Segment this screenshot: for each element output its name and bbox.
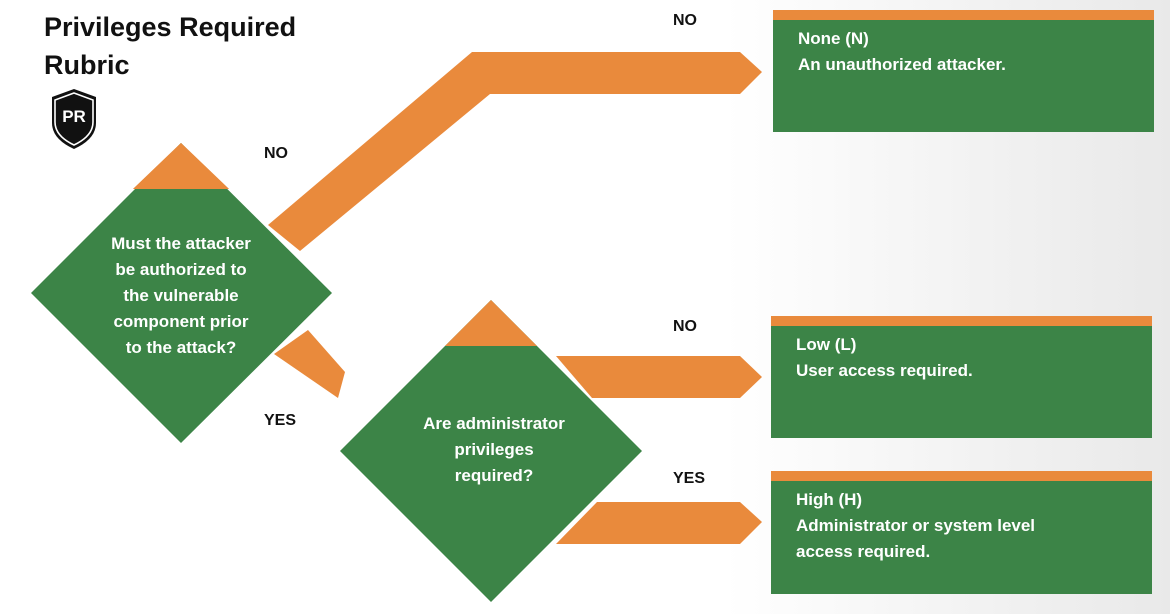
outcome-high-card: High (H) Administrator or system level a…	[771, 471, 1152, 594]
arrow-d1-to-none	[268, 52, 762, 251]
decision1-line: the vulnerable	[123, 286, 239, 305]
decision1-line: Must the attacker	[111, 234, 251, 253]
edge-label-none-no: NO	[673, 12, 697, 29]
outcome-high-desc: access required.	[796, 542, 931, 561]
decision1-label: Must the attacker be authorized to the v…	[80, 231, 282, 361]
decision2-diamond	[340, 300, 642, 602]
decision1-line: be authorized to	[115, 260, 247, 279]
outcome-none-card: None (N) An unauthorized attacker.	[773, 10, 1154, 132]
title-line-1: Privileges Required	[44, 12, 297, 42]
arrow-d2-to-low	[556, 356, 762, 398]
outcome-low-title: Low (L)	[796, 335, 857, 354]
outcome-high-title: High (H)	[796, 490, 863, 509]
decision1-line: component prior	[113, 312, 249, 331]
outcome-none-title: None (N)	[798, 29, 869, 48]
decision2-line: required?	[454, 466, 534, 485]
title-line-2: Rubric	[44, 50, 130, 80]
decision2-cap	[445, 300, 537, 346]
edge-label-d2-no: NO	[673, 318, 697, 335]
decision2-line: Are administrator	[423, 414, 565, 433]
badge-text: PR	[62, 107, 86, 126]
arrow-d1-to-d2	[274, 330, 345, 398]
decision1-line: to the attack?	[125, 338, 237, 357]
decision2-label: Are administrator privileges required?	[393, 411, 595, 489]
outcome-low-card: Low (L) User access required.	[771, 316, 1152, 438]
arrow-d2-to-high	[556, 502, 762, 544]
outcome-high-desc: Administrator or system level	[796, 516, 1036, 535]
page-title: Privileges Required Rubric	[44, 8, 296, 84]
edge-label-d2-yes: YES	[673, 470, 706, 487]
decision1-cap-top	[133, 143, 229, 189]
edge-label-d1-no: NO	[264, 145, 288, 162]
outcome-low-desc: User access required.	[796, 361, 973, 380]
decision1-diamond	[31, 143, 332, 443]
shield-icon: PR	[52, 89, 96, 149]
decision2-line: privileges	[454, 440, 534, 459]
outcome-none-desc: An unauthorized attacker.	[798, 55, 1006, 74]
edge-label-d1-yes: YES	[264, 412, 297, 429]
